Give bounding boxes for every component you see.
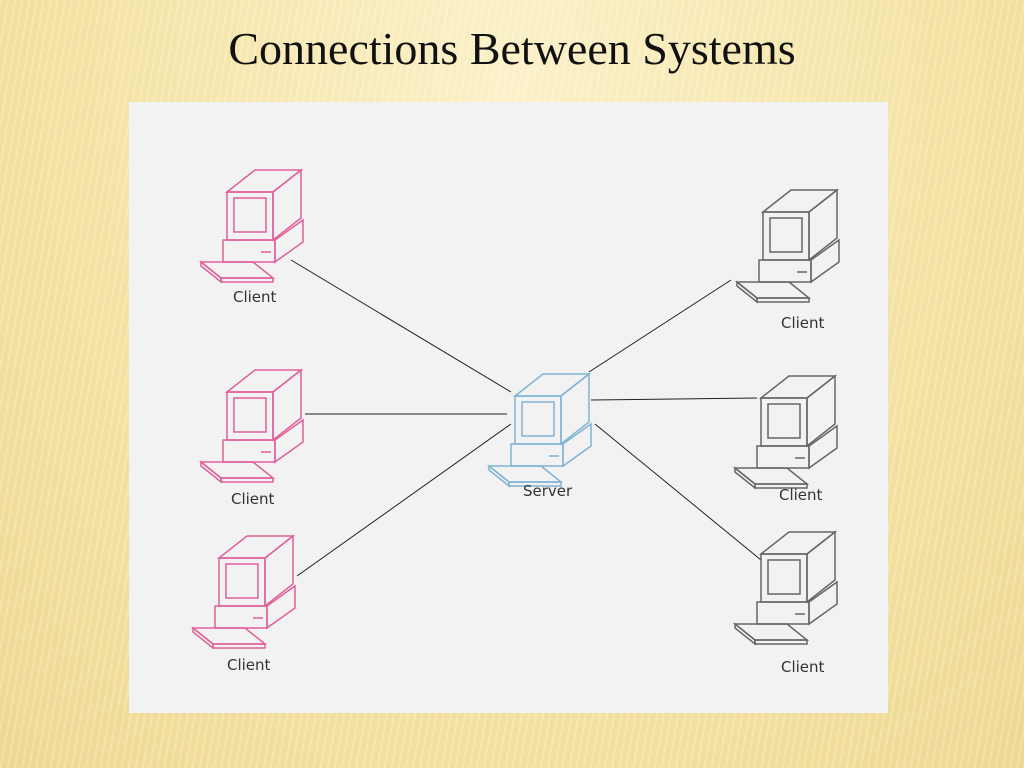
client-label: Client — [779, 486, 823, 504]
client-right-2: Client — [734, 375, 838, 504]
server: Server — [488, 373, 592, 500]
client-label: Client — [233, 288, 277, 306]
network-diagram: Client Client Client Server Client Clien… — [192, 169, 840, 676]
computer-icon — [734, 375, 838, 489]
computer-icon — [736, 189, 840, 303]
client-label: Client — [781, 658, 825, 676]
client-label: Client — [231, 490, 275, 508]
client-label: Client — [781, 314, 825, 332]
client-right-1: Client — [736, 189, 840, 332]
network-diagram-panel: Client Client Client Server Client Clien… — [129, 102, 888, 713]
client-label: Client — [227, 656, 271, 674]
line-client-left-3 — [296, 423, 512, 577]
client-left-3: Client — [192, 535, 296, 674]
computer-icon — [200, 169, 304, 283]
connection-lines — [290, 259, 762, 577]
client-left-2: Client — [200, 369, 304, 508]
computer-icon — [734, 531, 838, 645]
server-label: Server — [523, 482, 573, 500]
computer-icon — [200, 369, 304, 483]
client-left-1: Client — [200, 169, 304, 306]
computer-icon — [192, 535, 296, 649]
line-client-right-3 — [594, 423, 762, 561]
slide-title: Connections Between Systems — [228, 23, 796, 74]
server-computer-icon — [488, 373, 592, 487]
line-client-right-2 — [590, 397, 758, 401]
line-client-right-1 — [588, 279, 732, 373]
line-client-left-1 — [290, 259, 512, 393]
client-right-3: Client — [734, 531, 838, 676]
